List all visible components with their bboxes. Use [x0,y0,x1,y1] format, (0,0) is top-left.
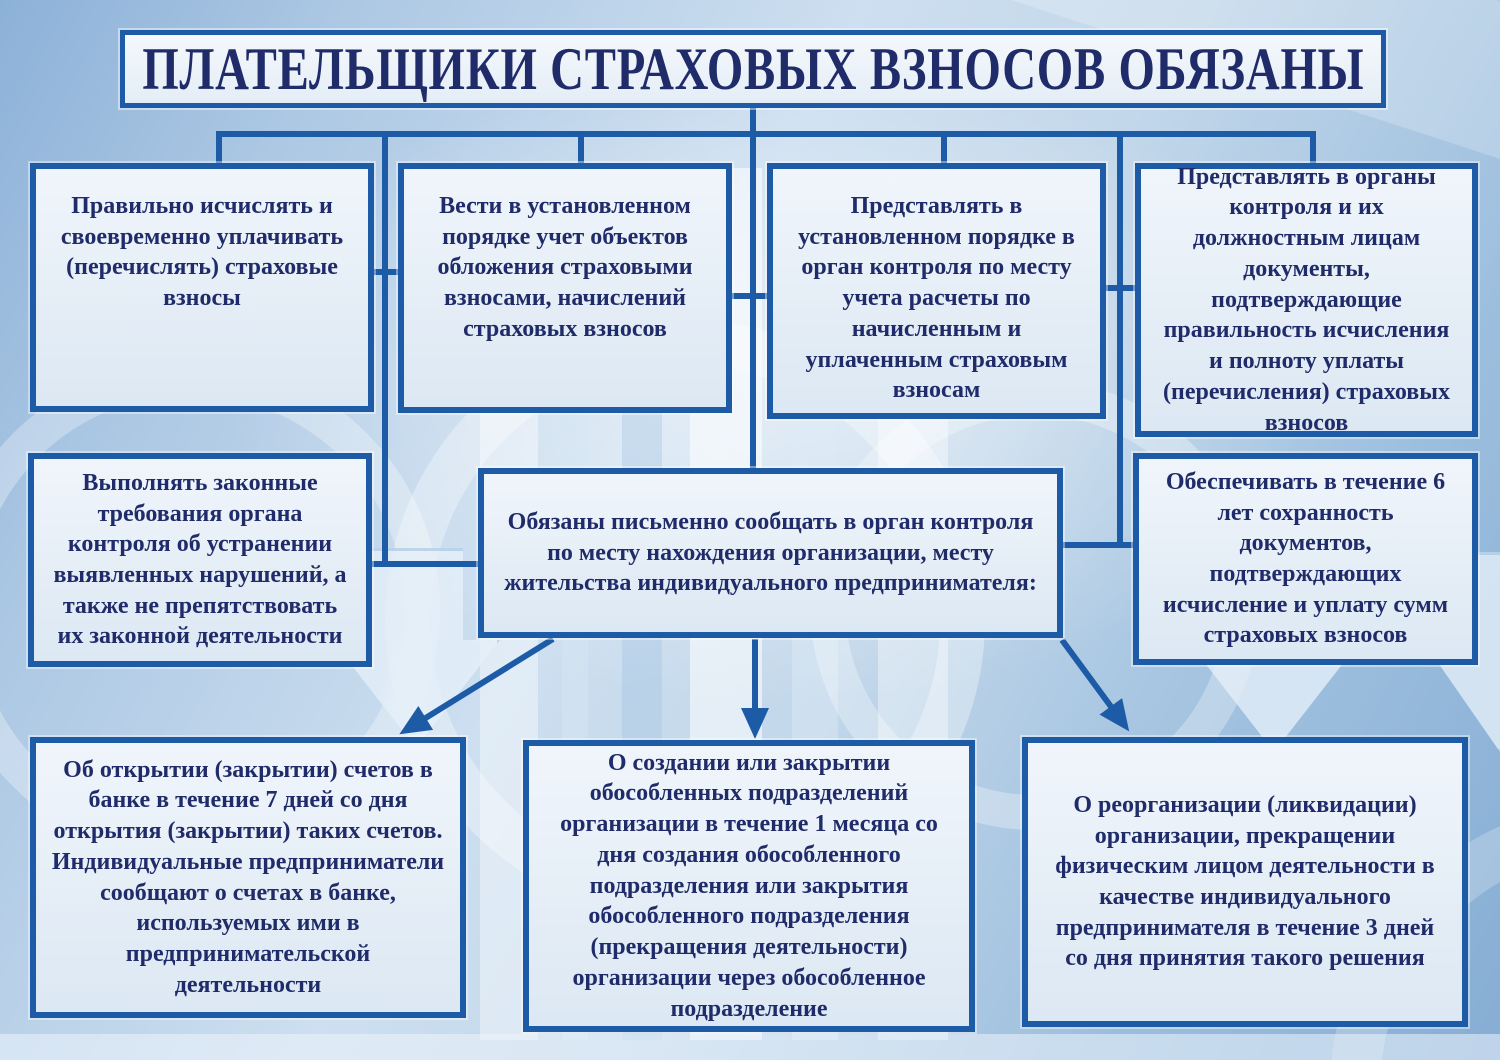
box-submit-calculations: Представлять в установленном порядке в о… [767,163,1106,419]
box-written-notification: Обязаны письменно сообщать в орган контр… [478,468,1063,638]
box-keep-documents-6-years: Обеспечивать в течение 6 лет сохранность… [1133,453,1478,665]
box-calculate-and-pay: Правильно исчислять и своевременно уплач… [30,163,374,412]
arrow-to-bottom-left [399,636,555,735]
box-keep-records: Вести в установленном порядке учет объек… [398,163,732,413]
arrow-to-bottom-right [1059,638,1130,732]
box-keep-documents-6-years-text: Обеспечивать в течение 6 лет сохранность… [1162,468,1449,649]
title-box: ПЛАТЕЛЬЩИКИ СТРАХОВЫХ ВЗНОСОВ ОБЯЗАНЫ [120,30,1386,108]
box-submit-documents: Представлять в органы контроля и их долж… [1135,163,1478,437]
box-submit-documents-text: Представлять в органы контроля и их долж… [1163,163,1450,436]
box-reorganization-liquidation: О реорганизации (ликвидации) организации… [1022,737,1468,1027]
box-keep-records-text: Вести в установленном порядке учет объек… [437,193,693,342]
page-title: ПЛАТЕЛЬЩИКИ СТРАХОВЫХ ВЗНОСОВ ОБЯЗАНЫ [141,35,1365,102]
box-bank-accounts: Об открытии (закрытии) счетов в банке в … [30,737,466,1018]
box-calculate-and-pay-text: Правильно исчислять и своевременно уплач… [60,193,344,312]
box-bank-accounts-text: Об открытии (закрытии) счетов в банке в … [51,756,445,998]
box-separate-subdivisions: О создании или закрытии обособленных под… [523,740,975,1032]
box-reorganization-liquidation-text: О реорганизации (ликвидации) организации… [1055,791,1435,972]
box-separate-subdivisions-text: О создании или закрытии обособленных под… [560,749,938,1022]
box-comply-requirements: Выполнять законные требования органа кон… [28,453,372,667]
box-submit-calculations-text: Представлять в установленном порядке в о… [798,193,1075,404]
box-comply-requirements-text: Выполнять законные требования органа кон… [53,469,347,650]
box-written-notification-text: Обязаны письменно сообщать в орган контр… [504,508,1037,597]
